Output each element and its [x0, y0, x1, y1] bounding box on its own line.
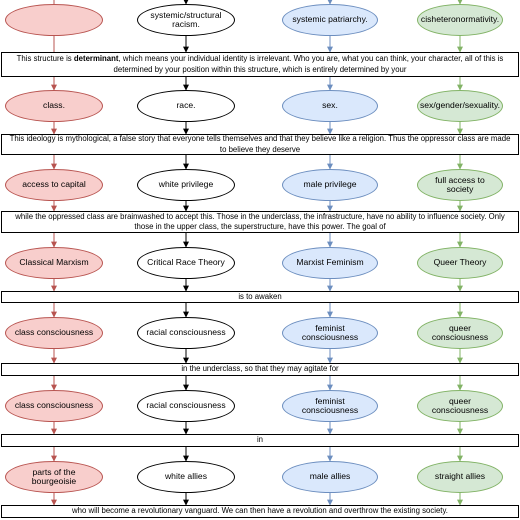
node-red-row-10: class consciousness: [5, 390, 103, 422]
connector-text-box: in: [1, 434, 519, 447]
node-blue-row-2: sex.: [282, 90, 378, 122]
node-white-row-0: systemic/structural racism.: [137, 4, 235, 36]
node-white-row-10: racial consciousness: [137, 390, 235, 422]
node-blue-row-12: male allies: [282, 461, 378, 493]
connector-text: who will become a revolutionary vanguard…: [72, 506, 448, 516]
node-red-row-4: access to capital: [5, 169, 103, 201]
node-blue-row-10: feminist consciousness: [282, 390, 378, 422]
node-red-row-2: class.: [5, 90, 103, 122]
connector-text: while the oppressed class are brainwashe…: [15, 211, 505, 231]
node-blue-row-0: systemic patriarchy.: [282, 4, 378, 36]
node-red-row-8: class consciousness: [5, 317, 103, 349]
connector-text: This structure is determinant, which mea…: [16, 54, 504, 74]
node-white-row-6: Critical Race Theory: [137, 247, 235, 279]
connector-text-box: in the underclass, so that they may agit…: [1, 363, 519, 376]
node-red-row-12: parts of the bourgeoisie: [5, 461, 103, 493]
node-green-row-10: queer consciousness: [417, 390, 503, 422]
node-blue-row-6: Marxist Feminism: [282, 247, 378, 279]
node-green-row-4: full access to society: [417, 169, 503, 201]
node-white-row-8: racial consciousness: [137, 317, 235, 349]
node-red-row-0: [5, 4, 103, 36]
node-green-row-6: Queer Theory: [417, 247, 503, 279]
connector-text-box: This structure is determinant, which mea…: [1, 52, 519, 77]
node-green-row-12: straight allies: [417, 461, 503, 493]
connector-text-box: is to awaken: [1, 291, 519, 303]
node-white-row-4: white privilege: [137, 169, 235, 201]
node-green-row-0: cisheteronormativity.: [417, 4, 503, 36]
node-red-row-6: Classical Marxism: [5, 247, 103, 279]
connector-text-box: This ideology is mythological, a false s…: [1, 134, 519, 155]
connector-text: in: [256, 435, 264, 445]
connector-text-box: while the oppressed class are brainwashe…: [1, 211, 519, 233]
node-blue-row-4: male privilege: [282, 169, 378, 201]
connector-text-box: who will become a revolutionary vanguard…: [1, 505, 519, 518]
node-white-row-2: race.: [137, 90, 235, 122]
connector-text: is to awaken: [238, 291, 282, 301]
node-blue-row-8: feminist consciousness: [282, 317, 378, 349]
node-green-row-2: sex/gender/sexuality.: [417, 90, 503, 122]
connector-text: in the underclass, so that they may agit…: [181, 364, 339, 374]
connector-text: This ideology is mythological, a false s…: [9, 134, 511, 154]
node-white-row-12: white allies: [137, 461, 235, 493]
node-green-row-8: queer consciousness: [417, 317, 503, 349]
